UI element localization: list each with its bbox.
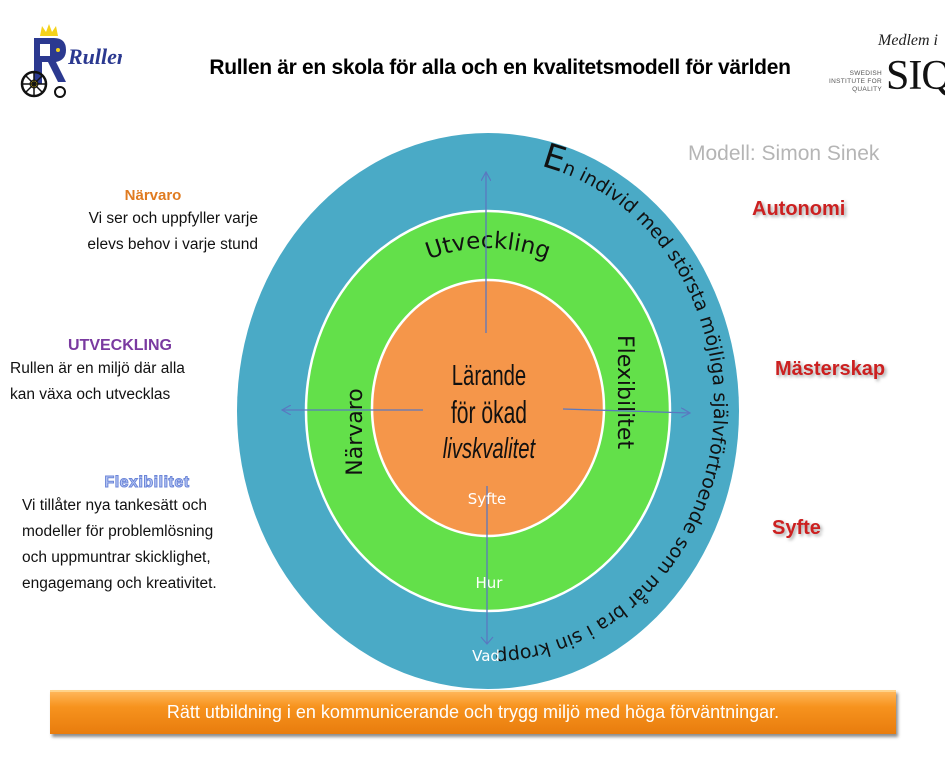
siq-full-name: SWEDISH INSTITUTE FOR QUALITY xyxy=(828,70,882,93)
wheel-icon xyxy=(20,70,66,98)
masterskap-label: Mästerskap xyxy=(775,358,886,380)
flexibilitet-heading: Flexibilitet xyxy=(104,474,190,492)
vad-level-label: Vad xyxy=(472,647,500,665)
narvaro-panel: Närvaro Vi ser och uppfyller varje elevs… xyxy=(48,186,258,258)
flexibilitet-text: Vi tillåter nya tankesätt och modeller f… xyxy=(22,497,217,592)
flexibilitet-ring-label: Flexibilitet xyxy=(612,335,637,450)
siq-member-badge: Medlem i SWEDISH INSTITUTE FOR QUALITY S… xyxy=(826,30,945,102)
hur-level-label: Hur xyxy=(476,574,504,592)
utveckling-heading: UTVECKLING xyxy=(68,337,172,354)
center-line-2: för ökad xyxy=(451,395,527,430)
flexibilitet-panel: Flexibilitet Vi tillåter nya tankesätt o… xyxy=(22,473,272,597)
siq-abbr: SIQ xyxy=(886,53,945,99)
utveckling-panel: UTVECKLING Rullen är en miljö där alla k… xyxy=(10,336,230,408)
page-title: Rullen är en skola för alla och en kvali… xyxy=(209,56,791,79)
narvaro-heading: Närvaro xyxy=(124,187,182,204)
narvaro-ring-label: Närvaro xyxy=(343,388,368,476)
syfte-level-label: Syfte xyxy=(468,490,507,508)
autonomi-label: Autonomi xyxy=(752,198,846,220)
inner-circle-syfte xyxy=(370,278,606,538)
mission-statement-bar: Rätt utbildning i en kommunicerande och … xyxy=(50,690,896,734)
model-credit: Modell: Simon Sinek xyxy=(688,142,880,165)
center-line-1: Lärande xyxy=(452,361,526,392)
crown-icon xyxy=(40,24,58,36)
arrow-right xyxy=(562,409,690,413)
center-line-3: livskvalitet xyxy=(443,434,536,465)
utveckling-text: Rullen är en miljö där alla kan växa och… xyxy=(10,360,185,403)
narvaro-text: Vi ser och uppfyller varje elevs behov i… xyxy=(87,210,258,253)
member-label: Medlem i xyxy=(878,32,938,49)
syfte-label: Syfte xyxy=(772,517,821,539)
arrow-down-head xyxy=(480,636,494,645)
logo-text: Rullen xyxy=(67,44,122,69)
rullen-logo: Rullen xyxy=(12,22,129,102)
